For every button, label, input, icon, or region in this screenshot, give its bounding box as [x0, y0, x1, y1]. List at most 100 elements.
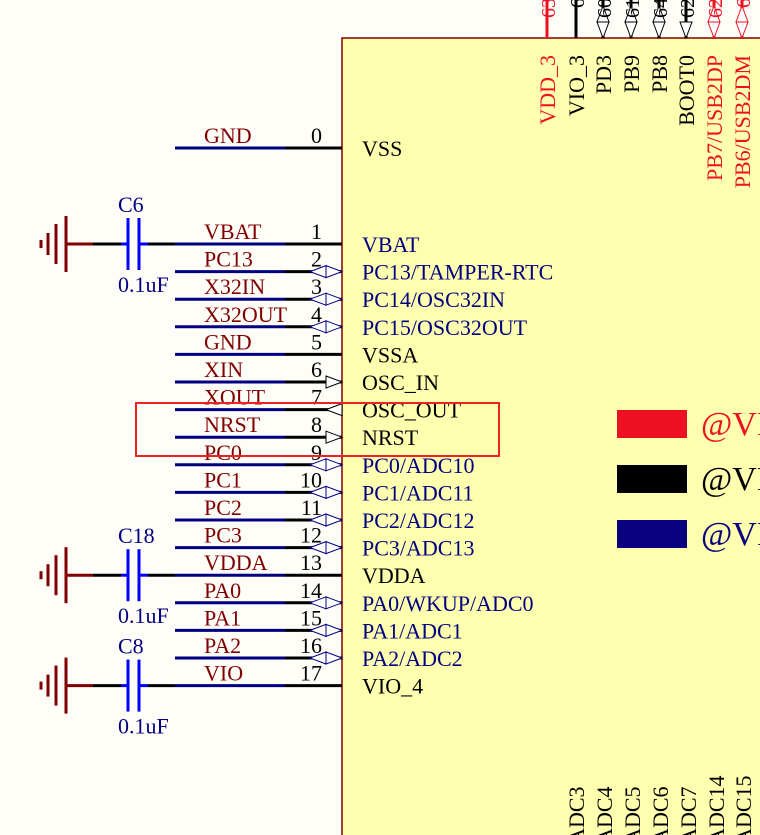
pin-number: 15	[300, 605, 322, 630]
capacitor-ref: C8	[118, 634, 144, 659]
bidirectional-arrow-icon	[308, 264, 327, 279]
net-label: PA1	[204, 605, 241, 630]
legend-swatch	[617, 410, 687, 438]
net-label: XOUT	[204, 385, 266, 410]
top-pin-name: PB7/USB2DP	[702, 55, 727, 181]
net-label: VBAT	[204, 219, 262, 244]
top-pin-name: VDD_3	[535, 55, 560, 125]
pin-name: VIO_4	[362, 674, 423, 699]
top-pin-number: 64	[650, 0, 672, 18]
net-label: PC0	[204, 440, 242, 465]
bidirectional-arrow-icon	[325, 458, 344, 472]
top-pin-number: 60	[594, 0, 616, 18]
top-pin-name: PB9	[619, 55, 644, 93]
pin-number: 1	[311, 219, 322, 244]
pin-number: 8	[311, 412, 322, 437]
legend-swatch	[617, 520, 687, 548]
pin-number: 14	[300, 578, 322, 603]
net-label: PC1	[204, 467, 242, 492]
capacitor-value: 0.1uF	[118, 603, 169, 628]
bottom-pin-name: /ADC14	[704, 775, 729, 835]
bottom-pin-name: /ADC5	[620, 786, 645, 835]
bidirectional-arrow-icon	[325, 264, 344, 279]
bidirectional-arrow-icon	[325, 513, 344, 527]
bottom-pin-name: /ADC3	[564, 786, 589, 835]
bidirectional-arrow-icon	[735, 21, 749, 40]
capacitor-ref: C18	[118, 523, 155, 548]
top-pin-name: BOOT0	[674, 55, 699, 126]
net-label: X32OUT	[204, 302, 288, 327]
net-label: PC2	[204, 495, 242, 520]
chip-body	[341, 37, 760, 835]
pin-number: 16	[300, 633, 322, 658]
top-pin-name: VIO_3	[564, 55, 589, 116]
legend-label: @VI	[701, 406, 760, 443]
legend-swatch	[617, 465, 687, 493]
pin-number: 2	[311, 247, 322, 272]
pin-name: VBAT	[362, 232, 420, 257]
bidirectional-arrow-icon	[308, 320, 327, 334]
top-pin-name: PB6/USB2DM	[730, 55, 755, 188]
top-pin-number: 6	[567, 0, 589, 8]
top-pin-number: 63	[538, 0, 560, 18]
bottom-pin-name: /ADC7	[676, 786, 701, 835]
pin-number: 9	[311, 440, 322, 465]
bottom-pin-name: /ADC4	[592, 786, 617, 835]
capacitor-ref: C6	[118, 192, 144, 217]
pin-name: OSC_IN	[362, 370, 439, 395]
pin-number: 3	[311, 274, 322, 299]
bidirectional-arrow-icon	[652, 21, 666, 40]
bidirectional-arrow-icon	[325, 485, 344, 500]
bottom-pin-name: /ADC15	[731, 775, 756, 835]
bidirectional-arrow-icon	[325, 540, 344, 555]
pin-name: VSS	[362, 136, 402, 161]
bottom-pin-name: /ADC6	[648, 786, 673, 835]
net-label: VDDA	[204, 550, 268, 575]
pin-number: 17	[300, 661, 322, 686]
bidirectional-arrow-icon	[596, 21, 610, 40]
bidirectional-arrow-icon	[308, 513, 327, 527]
highlight-box	[135, 402, 500, 457]
pin-name: PC14/OSC32IN	[362, 287, 505, 312]
pin-name: NRST	[362, 425, 419, 450]
net-label: GND	[204, 329, 252, 354]
pin-name: PC13/TAMPER-RTC	[362, 260, 553, 285]
capacitor-value: 0.1uF	[118, 714, 169, 739]
bidirectional-arrow-icon	[325, 623, 344, 638]
input-arrow-icon	[679, 21, 693, 40]
pin-name: PC15/OSC32OUT	[362, 315, 528, 340]
net-label: GND	[204, 123, 252, 148]
pin-number: 13	[300, 550, 322, 575]
pin-name: PC1/ADC11	[362, 480, 474, 505]
top-pin-number: 6	[733, 0, 755, 8]
bidirectional-arrow-icon	[308, 458, 327, 472]
net-label: PC13	[204, 247, 253, 272]
pin-number: 11	[301, 495, 322, 520]
bidirectional-arrow-icon	[308, 485, 327, 500]
bidirectional-arrow-icon	[624, 21, 638, 40]
net-label: PA0	[204, 578, 241, 603]
net-label: XIN	[204, 357, 243, 382]
bidirectional-arrow-icon	[308, 540, 327, 555]
bidirectional-arrow-icon	[707, 21, 721, 40]
top-pin-number: 61	[622, 0, 644, 18]
input-arrow-icon	[325, 375, 344, 389]
pin-number: 5	[311, 329, 322, 354]
top-pin-name: PB8	[647, 55, 672, 93]
pin-number: 7	[311, 385, 322, 410]
bidirectional-arrow-icon	[325, 596, 344, 610]
pin-name: VDDA	[362, 563, 426, 588]
bidirectional-arrow-icon	[325, 320, 344, 334]
pin-name: PA1/ADC1	[362, 618, 463, 643]
input-arrow-icon	[325, 430, 344, 444]
pin-number: 4	[311, 302, 322, 327]
bidirectional-arrow-icon	[308, 623, 327, 638]
pin-name: PC3/ADC13	[362, 536, 474, 561]
bidirectional-arrow-icon	[325, 292, 344, 306]
net-label: NRST	[204, 412, 261, 437]
pin-name: PA0/WKUP/ADC0	[362, 591, 534, 616]
top-pin-number: 62	[677, 0, 699, 18]
pin-number: 0	[311, 123, 322, 148]
legend-label: @VI	[701, 516, 760, 553]
